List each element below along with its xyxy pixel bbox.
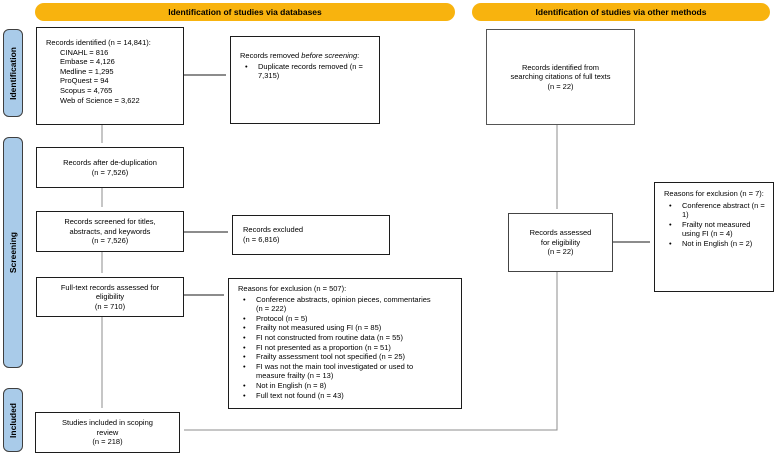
text-line: (n = 22) [547, 247, 574, 257]
bullet-item: Conference abstracts, opinion pieces, co… [238, 295, 435, 314]
text-line: Records excluded [243, 225, 304, 235]
text-line: (n = 7,526) [91, 167, 129, 177]
box-exclusion-reasons-main: Reasons for exclusion (n = 507): Confere… [228, 278, 462, 409]
text-line: (n = 7,526) [91, 236, 129, 246]
text-line: eligibility [95, 292, 125, 302]
box-records-excluded: Records excluded(n = 6,816) [232, 215, 390, 255]
stage-included: Included [3, 388, 23, 452]
bullet-item: FI not constructed from routine data (n … [238, 333, 435, 343]
text-line: Records assessed [529, 228, 592, 238]
text-line: (n = 218) [92, 437, 123, 447]
records-identified-title: Records identified (n = 14,841): [46, 38, 151, 47]
source-line: Scopus = 4,765 [60, 85, 113, 95]
bullet-item: FI was not the main tool investigated or… [238, 362, 435, 381]
exclusion-reasons-other-bullets: Conference abstract (n = 1)Frailty not m… [664, 201, 767, 249]
bullet-item: FI not presented as a proportion (n = 51… [238, 343, 435, 353]
exclusion-reasons-main-title: Reasons for exclusion (n = 507): [238, 284, 347, 293]
after-dedup-text: Records after de-duplication(n = 7,526) [63, 158, 157, 177]
text-line: Records after de-duplication [63, 157, 157, 167]
records-removed-bullets: Duplicate records removed (n = 7,315) [240, 62, 373, 81]
text-line: for eligibility [540, 237, 581, 247]
text-line: searching citations of full texts [510, 72, 611, 82]
text-line: Records screened for titles, [64, 217, 156, 227]
text-line: (n = 22) [547, 81, 574, 91]
text-line: (n = 710) [94, 301, 126, 311]
source-line: Medline = 1,295 [60, 66, 114, 76]
records-removed-colon: : [357, 51, 360, 60]
text-line: Full-text records assessed for [60, 282, 160, 292]
bullet-item: Conference abstract (n = 1) [664, 201, 767, 220]
banner-other-methods: Identification of studies via other meth… [472, 3, 770, 21]
text-line: Records identified from [521, 62, 600, 72]
text-line: abstracts, and keywords [69, 226, 151, 236]
stage-screening-label: Screening [8, 231, 18, 274]
stage-identification: Identification [3, 29, 23, 117]
bullet-item: Not in English (n = 8) [238, 381, 435, 391]
stage-included-label: Included [8, 402, 18, 438]
source-line: ProQuest = 94 [60, 76, 109, 86]
bullet-item: Not in English (n = 2) [664, 239, 767, 249]
banner-databases: Identification of studies via databases [35, 3, 455, 21]
box-records-identified: Records identified (n = 14,841): CINAHL … [36, 27, 184, 125]
bullet-item: Frailty not measured using FI (n = 85) [238, 323, 435, 333]
bullet-item: Frailty not measured using FI (n = 4) [664, 220, 767, 239]
bullet-item: Protocol (n = 5) [238, 314, 435, 324]
exclusion-reasons-main-bullets: Conference abstracts, opinion pieces, co… [238, 295, 455, 401]
box-records-screened: Records screened for titles,abstracts, a… [36, 211, 184, 252]
records-removed-text: Records removed [240, 51, 302, 60]
exclusion-reasons-other-title: Reasons for exclusion (n = 7): [664, 189, 764, 198]
text-line: review [96, 427, 119, 437]
records-removed-italic: before screening [301, 51, 358, 60]
bullet-item: Full text not found (n = 43) [238, 391, 435, 401]
source-line: Embase = 4,126 [60, 57, 115, 67]
stage-identification-label: Identification [8, 46, 18, 100]
box-after-dedup: Records after de-duplication(n = 7,526) [36, 147, 184, 188]
records-removed-title: Records removed before screening: [240, 51, 373, 61]
text-line: Studies included in scoping [62, 418, 153, 428]
records-excluded-text: Records excluded(n = 6,816) [243, 225, 389, 244]
text-line: (n = 6,816) [243, 235, 280, 244]
bullet-item: Frailty assessment tool not specified (n… [238, 352, 435, 362]
box-exclusion-reasons-other: Reasons for exclusion (n = 7): Conferenc… [654, 182, 774, 292]
stage-screening: Screening [3, 137, 23, 368]
source-line: Web of Science = 3,622 [60, 95, 140, 105]
box-records-removed: Records removed before screening: Duplic… [230, 36, 380, 124]
records-screened-text: Records screened for titles,abstracts, a… [64, 217, 155, 246]
bullet-item: Duplicate records removed (n = 7,315) [240, 62, 373, 81]
source-line: CINAHL = 816 [60, 47, 109, 57]
